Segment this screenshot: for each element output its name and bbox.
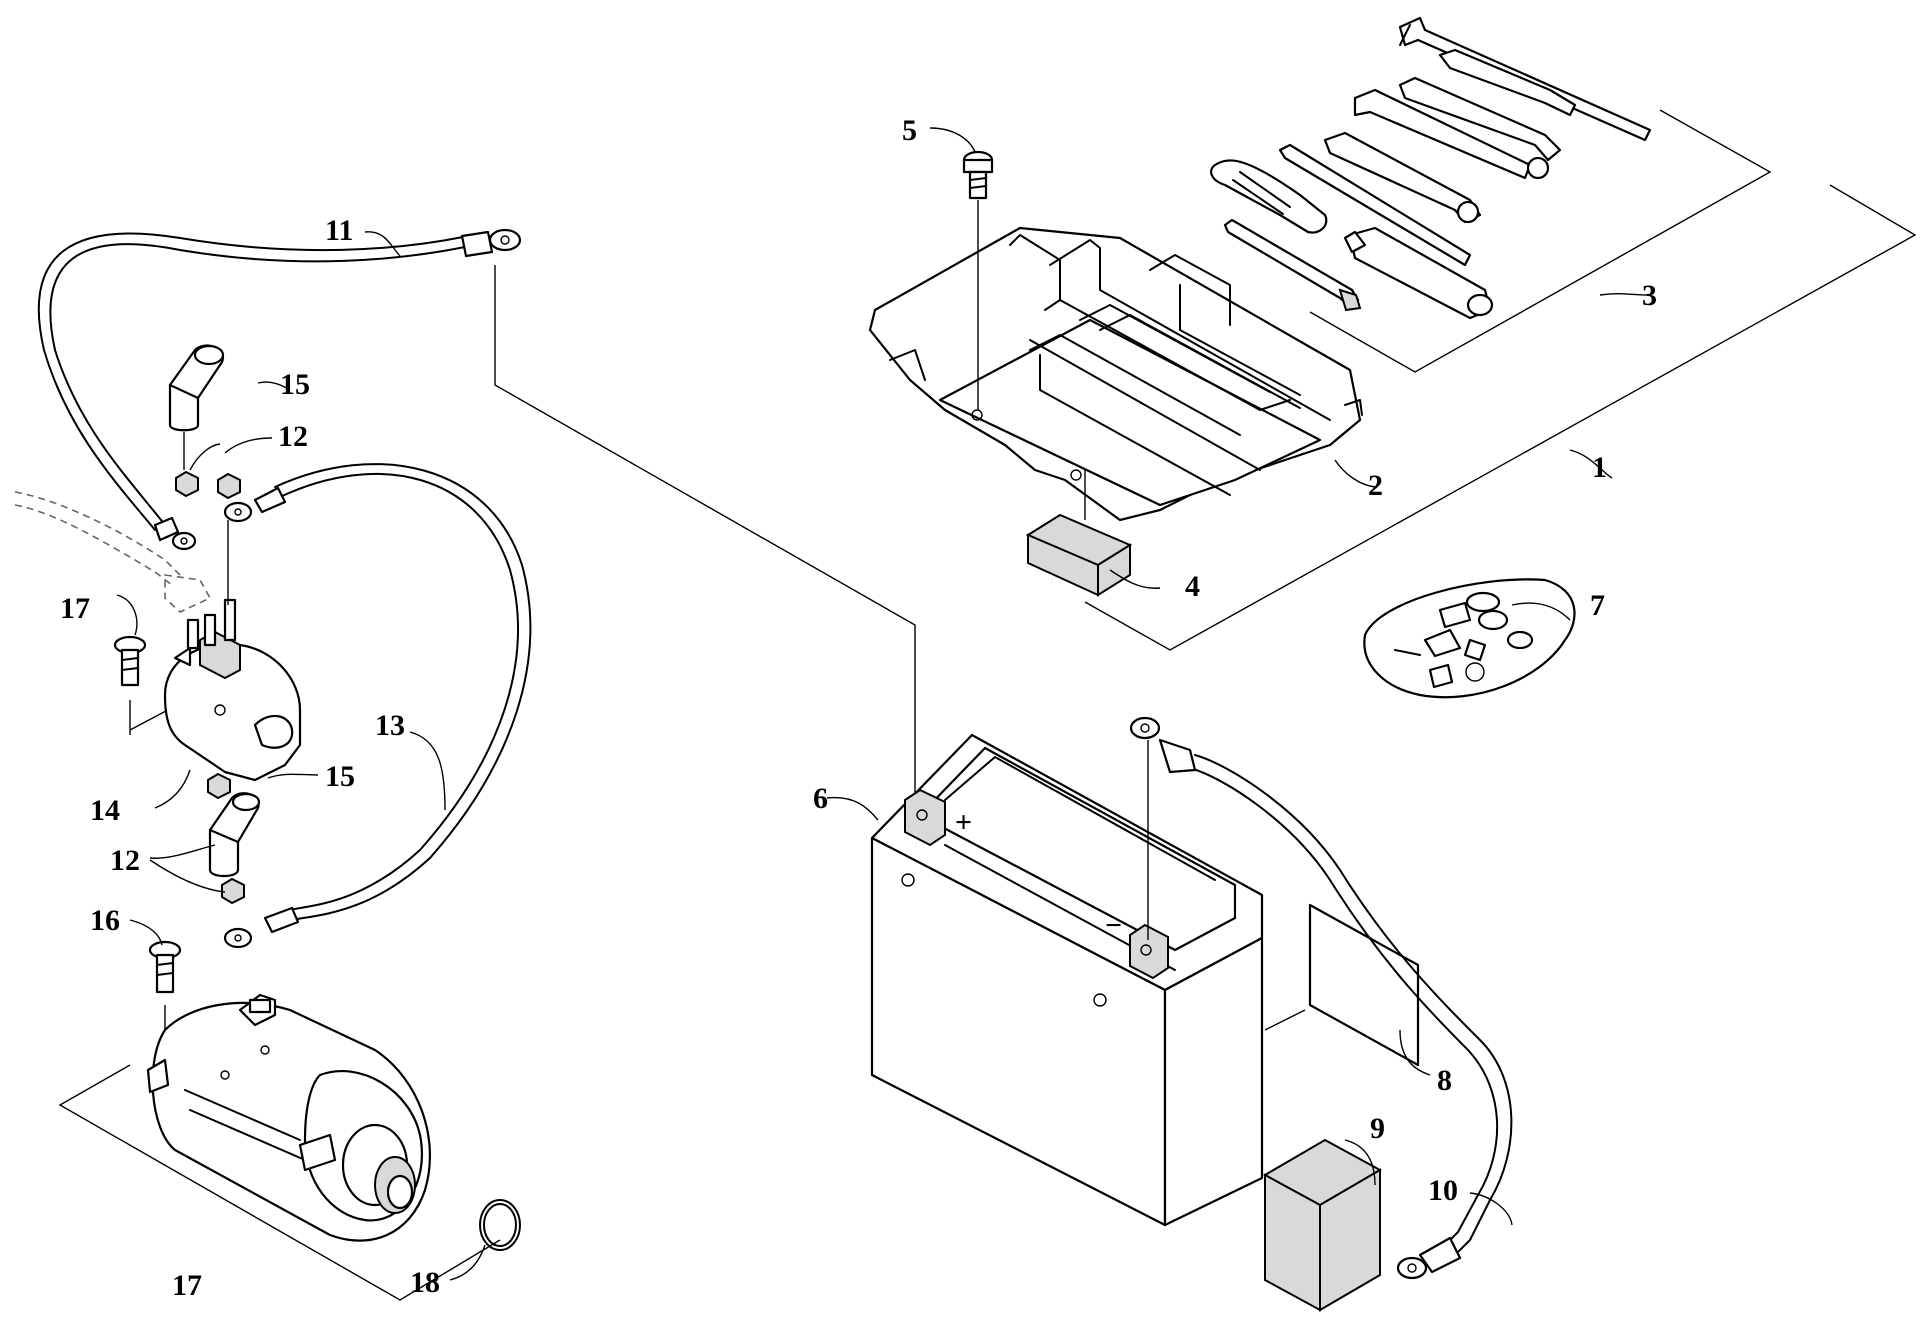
wiring-harness (14, 491, 212, 613)
callout-12-top: 12 (278, 420, 308, 453)
callout-17-top: 17 (60, 592, 90, 625)
tool-tray (868, 226, 1363, 522)
callout-5: 5 (902, 114, 917, 147)
battery: + − (870, 733, 1264, 1227)
callout-11: 11 (325, 214, 353, 247)
group-brackets (58, 109, 1917, 1301)
hardware-kit (1363, 578, 1576, 699)
starter-motor (146, 993, 432, 1242)
starter-solenoid (163, 520, 302, 782)
nut (175, 470, 241, 500)
callout-3: 3 (1642, 279, 1657, 312)
positive-mark: + (955, 806, 972, 839)
foam-pad-large (1262, 1138, 1383, 1312)
foam-pad-small (1025, 470, 1133, 597)
starter-cable (223, 463, 532, 949)
callout-7: 7 (1590, 589, 1605, 622)
callout-15-bottom: 15 (325, 760, 355, 793)
callout-1: 1 (1592, 451, 1607, 484)
callout-18: 18 (410, 1266, 440, 1299)
callout-8: 8 (1437, 1064, 1452, 1097)
callout-labels: 1 2 3 4 5 6 7 8 9 10 11 12 12 13 14 15 1… (60, 114, 1657, 1302)
negative-cable (1129, 716, 1513, 1280)
terminal-cap-lower (208, 792, 261, 878)
tool-kit (1210, 16, 1652, 320)
callout-17-bottom: 17 (172, 1269, 202, 1302)
callout-10: 10 (1428, 1174, 1458, 1207)
screw (962, 150, 994, 410)
positive-cable (37, 228, 522, 551)
callout-12-bottom: 12 (110, 844, 140, 877)
callout-leaders (116, 127, 1649, 1281)
o-ring (479, 1199, 521, 1251)
callout-2: 2 (1368, 469, 1383, 502)
negative-mark: − (1105, 909, 1122, 942)
callout-15-top: 15 (280, 368, 310, 401)
callout-14: 14 (90, 794, 120, 827)
callout-6: 6 (813, 782, 828, 815)
bolt-starter (148, 940, 182, 1045)
callout-4: 4 (1185, 570, 1200, 603)
bolt (113, 635, 147, 735)
terminal-cap (168, 344, 225, 470)
nut-lower (207, 772, 245, 905)
callout-9: 9 (1370, 1112, 1385, 1145)
callout-16: 16 (90, 904, 120, 937)
callout-13: 13 (375, 709, 405, 742)
decal (1308, 903, 1420, 1067)
